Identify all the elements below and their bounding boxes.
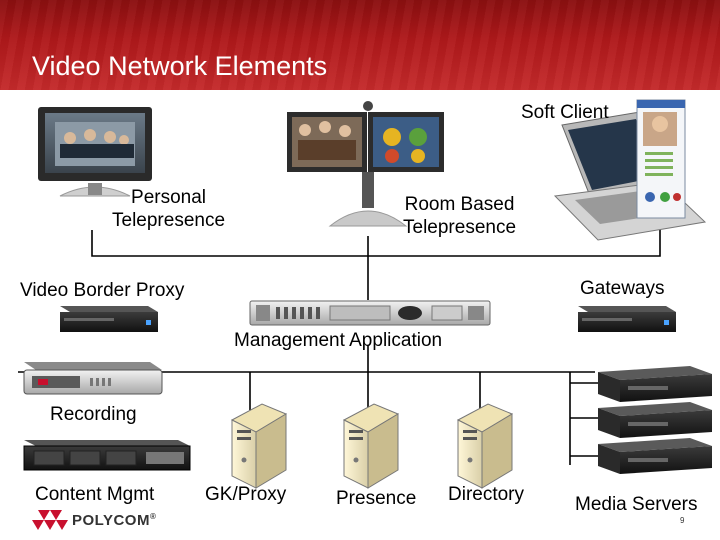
top-link-line [91, 228, 661, 257]
presence-server-icon [342, 403, 400, 489]
soft-client-label: Soft Client [521, 102, 609, 123]
video-border-proxy-label: Video Border Proxy [20, 280, 185, 301]
personal-telepresence-label: Personal Telepresence [112, 187, 226, 231]
video-border-proxy-device [60, 306, 158, 332]
directory-label: Directory [448, 484, 525, 505]
presence-label: Presence [336, 488, 417, 509]
recording-label: Recording [50, 404, 137, 425]
directory-server-icon [456, 403, 514, 489]
personal-telepresence-device [38, 107, 152, 197]
gk-proxy-label: GK/Proxy [205, 484, 287, 505]
content-mgmt-label: Content Mgmt [35, 484, 155, 505]
gk-proxy-server-icon [230, 403, 288, 489]
recording-device [23, 362, 163, 395]
gateways-label: Gateways [580, 278, 665, 299]
polycom-logo: POLYCOM® [72, 512, 157, 529]
management-server-device [249, 300, 491, 326]
polycom-logo-mark [32, 510, 68, 530]
room-telepresence-device [287, 101, 444, 227]
media-servers-label: Media Servers [575, 494, 698, 515]
content-mgmt-device [23, 440, 191, 471]
media-servers-stack [598, 366, 712, 474]
media-server-unit [598, 438, 712, 474]
page-number: 9 [680, 516, 685, 525]
media-server-unit [598, 366, 712, 402]
media-bracket-line [569, 372, 598, 465]
slide-header [0, 0, 720, 90]
media-server-unit [598, 402, 712, 438]
management-application-label: Management Application [234, 330, 443, 351]
room-telepresence-label: Room Based Telepresence [403, 194, 517, 238]
gateway-device [578, 306, 676, 332]
soft-client-laptop [553, 99, 707, 241]
slide-title: Video Network Elements [32, 51, 328, 81]
